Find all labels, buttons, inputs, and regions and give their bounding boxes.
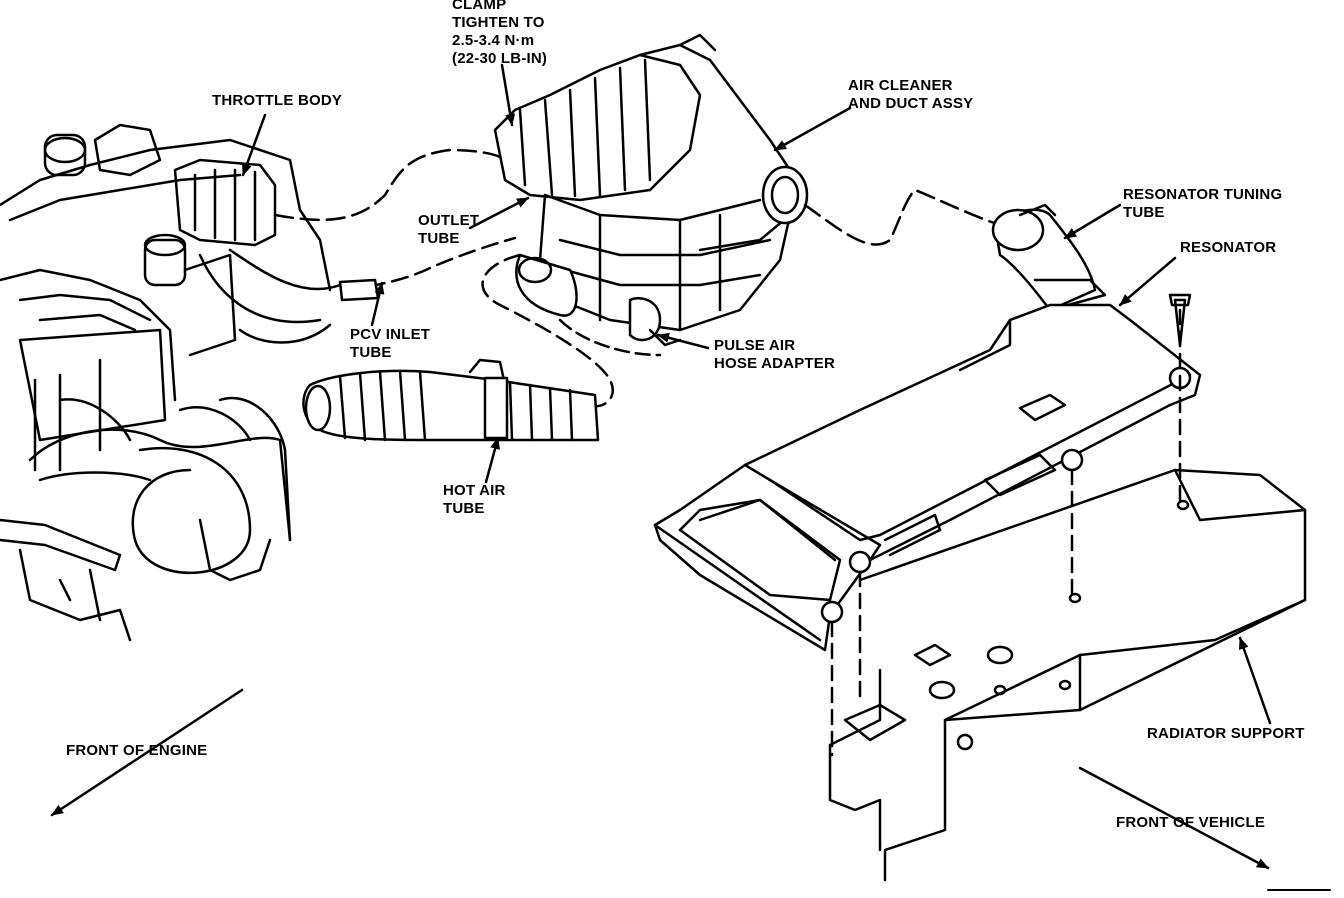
- resonator-box: [653, 303, 1202, 652]
- hot-air-tube: [302, 358, 600, 442]
- hot-air-tube-dashed: [481, 253, 614, 408]
- air-cleaner-assembly: [493, 33, 809, 347]
- engine: [0, 123, 372, 642]
- radiator-support: [828, 468, 1307, 882]
- cleaner-to-resonator-dashed: [803, 188, 1002, 246]
- resonator-tuning-tube: [991, 203, 1107, 312]
- label-radiator-support: RADIATOR SUPPORT: [1147, 725, 1305, 742]
- label-throttle-body: THROTTLE BODY: [212, 92, 343, 109]
- throttle-to-cleaner-hose: [273, 148, 507, 222]
- label-front-of-engine: FRONT OF ENGINE: [66, 742, 208, 759]
- label-front-of-vehicle: FRONT OF VEHICLE: [1116, 814, 1266, 831]
- label-resonator: RESONATOR: [1180, 239, 1277, 256]
